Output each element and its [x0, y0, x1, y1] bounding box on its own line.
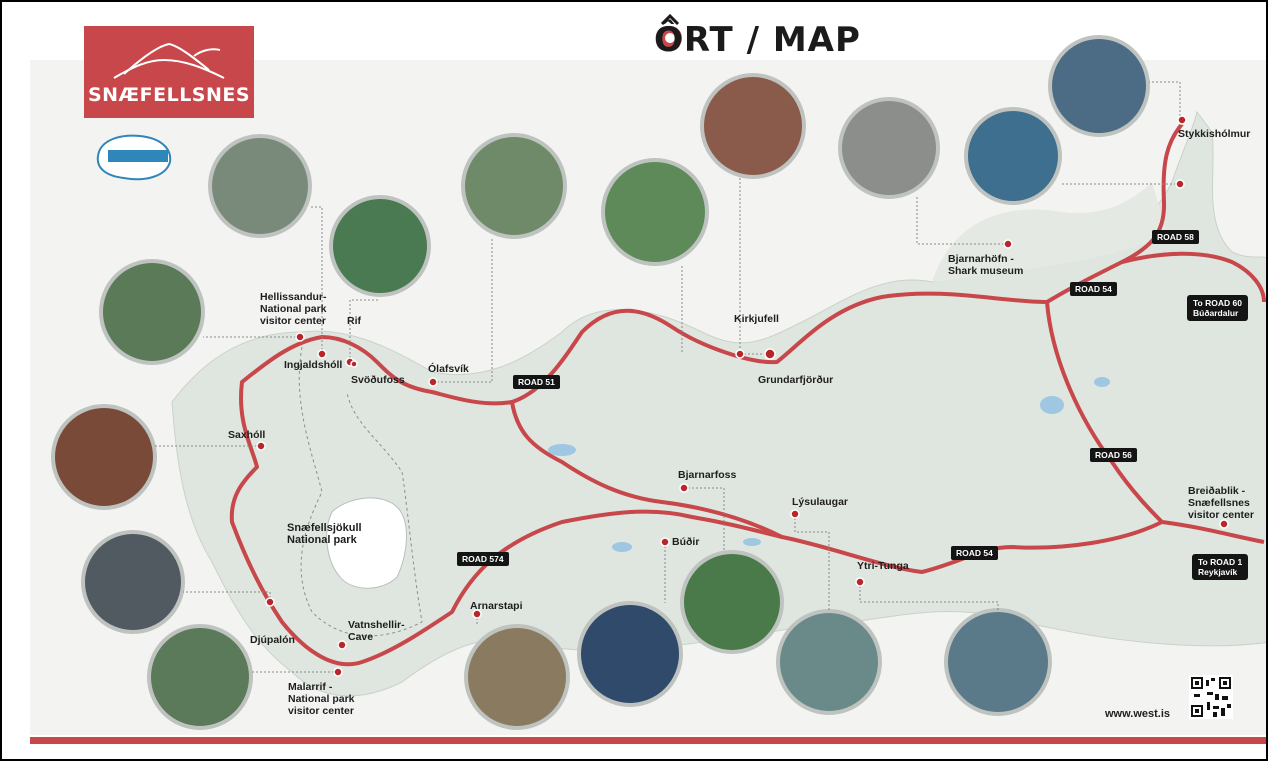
label-breidablik: Breiðablik - Snæfellsnes visitor center — [1188, 485, 1254, 521]
lake — [743, 538, 761, 546]
label-rif: Rif — [347, 315, 361, 327]
photo-budir — [577, 601, 683, 707]
photo-circles — [51, 35, 1150, 730]
marker-ytri-tunga — [855, 577, 865, 587]
website-url[interactable]: www.west.is — [1105, 708, 1171, 720]
photo-ytri-tunga — [944, 608, 1052, 716]
west-iceland-icon — [96, 134, 172, 181]
label-budir: Búðir — [672, 536, 700, 548]
label-stykkisholmur: Stykkishólmur — [1178, 128, 1251, 140]
marker-kirkjufell — [735, 349, 745, 359]
marker-saxholl — [256, 441, 266, 451]
glacier — [326, 497, 407, 589]
label-hellissandur: Hellissandur- National park visitor cent… — [260, 291, 327, 327]
label-malarrif: Malarrif - National park visitor center — [288, 681, 355, 717]
label-ytri-tunga: Ytri-Tunga — [857, 560, 909, 572]
road-sign-54-south: ROAD 54 — [951, 546, 998, 560]
photo-olafsvik — [461, 133, 567, 239]
road-sign-51: ROAD 51 — [513, 375, 560, 389]
logo-text: SNÆFELLSNES — [87, 84, 251, 106]
label-lysulaugar: Lýsulaugar — [792, 496, 849, 508]
mountain-icon — [113, 42, 225, 79]
leader-lines — [155, 81, 1181, 673]
label-arnarstapi: Arnarstapi — [470, 600, 523, 612]
marker-bjarnarhofn — [1003, 239, 1013, 249]
marker-djupalon — [265, 597, 275, 607]
snaefellsnes-logo: SNÆFELLSNES — [84, 26, 254, 118]
label-grundarfjordur: Grundarfjörður — [758, 374, 834, 386]
photo-road — [208, 134, 312, 238]
photo-svodufoss — [329, 195, 431, 297]
label-saxholl: Saxhóll — [228, 429, 266, 441]
route-main — [229, 122, 1265, 667]
place-markers — [256, 115, 1229, 677]
lake — [1094, 377, 1110, 387]
lake — [1040, 396, 1064, 414]
marker-stykkisholmur-2 — [1175, 179, 1185, 189]
photo-malarrif — [147, 624, 253, 730]
park-boundary — [298, 346, 423, 637]
label-olafsvik: Ólafsvík — [428, 363, 469, 375]
marker-ingjaldsholl — [317, 349, 327, 359]
photo-saxholl — [51, 404, 157, 510]
photo-bjarnarfoss — [680, 550, 784, 654]
route-road54-east — [1121, 251, 1266, 303]
photo-stykkisholmur-harbor — [964, 107, 1062, 205]
marker-lysulaugar — [790, 509, 800, 519]
photo-bjarnarhofn — [838, 97, 940, 199]
label-vatnshellir: Vatnshellir- Cave — [348, 619, 405, 643]
marker-svodufoss — [350, 360, 358, 368]
marker-stykkisholmur — [1177, 115, 1187, 125]
page-title: ÔRT / MAP — [654, 20, 861, 60]
photo-grundarfjordur — [601, 158, 709, 266]
photo-stykkisholmur — [1048, 35, 1150, 137]
marker-breidablik — [1219, 519, 1229, 529]
marker-arnarstapi — [472, 609, 482, 619]
marker-bjarnarfoss — [679, 483, 689, 493]
bottom-bar — [30, 737, 1266, 744]
marker-vatnshellir — [337, 640, 347, 650]
lake — [612, 542, 632, 552]
road-sign-56: ROAD 56 — [1090, 448, 1137, 462]
photo-kirkjufell — [700, 73, 806, 179]
marker-hellissandur — [295, 332, 305, 342]
photo-arnarstapi — [464, 624, 570, 730]
lake — [548, 444, 576, 456]
photo-lysulaugar — [776, 609, 882, 715]
label-kirkjufell: Kirkjufell — [734, 313, 779, 325]
north-land — [932, 182, 1167, 282]
marker-olafsvik — [428, 377, 438, 387]
label-ingjaldsholl: Ingjaldshóll — [284, 359, 343, 371]
label-svodufoss: Svöðufoss — [351, 374, 405, 386]
qr-code — [1189, 675, 1233, 719]
label-djupalon: Djúpalón — [250, 634, 295, 646]
road-sign-58: ROAD 58 — [1152, 230, 1199, 244]
road-sign-54-north: ROAD 54 — [1070, 282, 1117, 296]
label-bjarnarhofn: Bjarnarhöfn - Shark museum — [948, 253, 1024, 277]
road-sign-574: ROAD 574 — [457, 552, 509, 566]
label-bjarnarfoss: Bjarnarfoss — [678, 469, 737, 481]
photo-djupalon — [81, 530, 185, 634]
marker-malarrif — [333, 667, 343, 677]
route-inner — [510, 401, 783, 539]
photo-hellissandur — [99, 259, 205, 365]
to-road-1-sign: To ROAD 1 Reykjavík — [1192, 554, 1249, 580]
location-pin-icon — [658, 13, 682, 50]
to-road-60-sign: To ROAD 60 Búðardalur — [1187, 295, 1248, 321]
marker-grundarfjordur — [764, 348, 776, 360]
label-snaefellsjokull: Snæfellsjökull National park — [287, 522, 362, 546]
marker-budir — [660, 537, 670, 547]
